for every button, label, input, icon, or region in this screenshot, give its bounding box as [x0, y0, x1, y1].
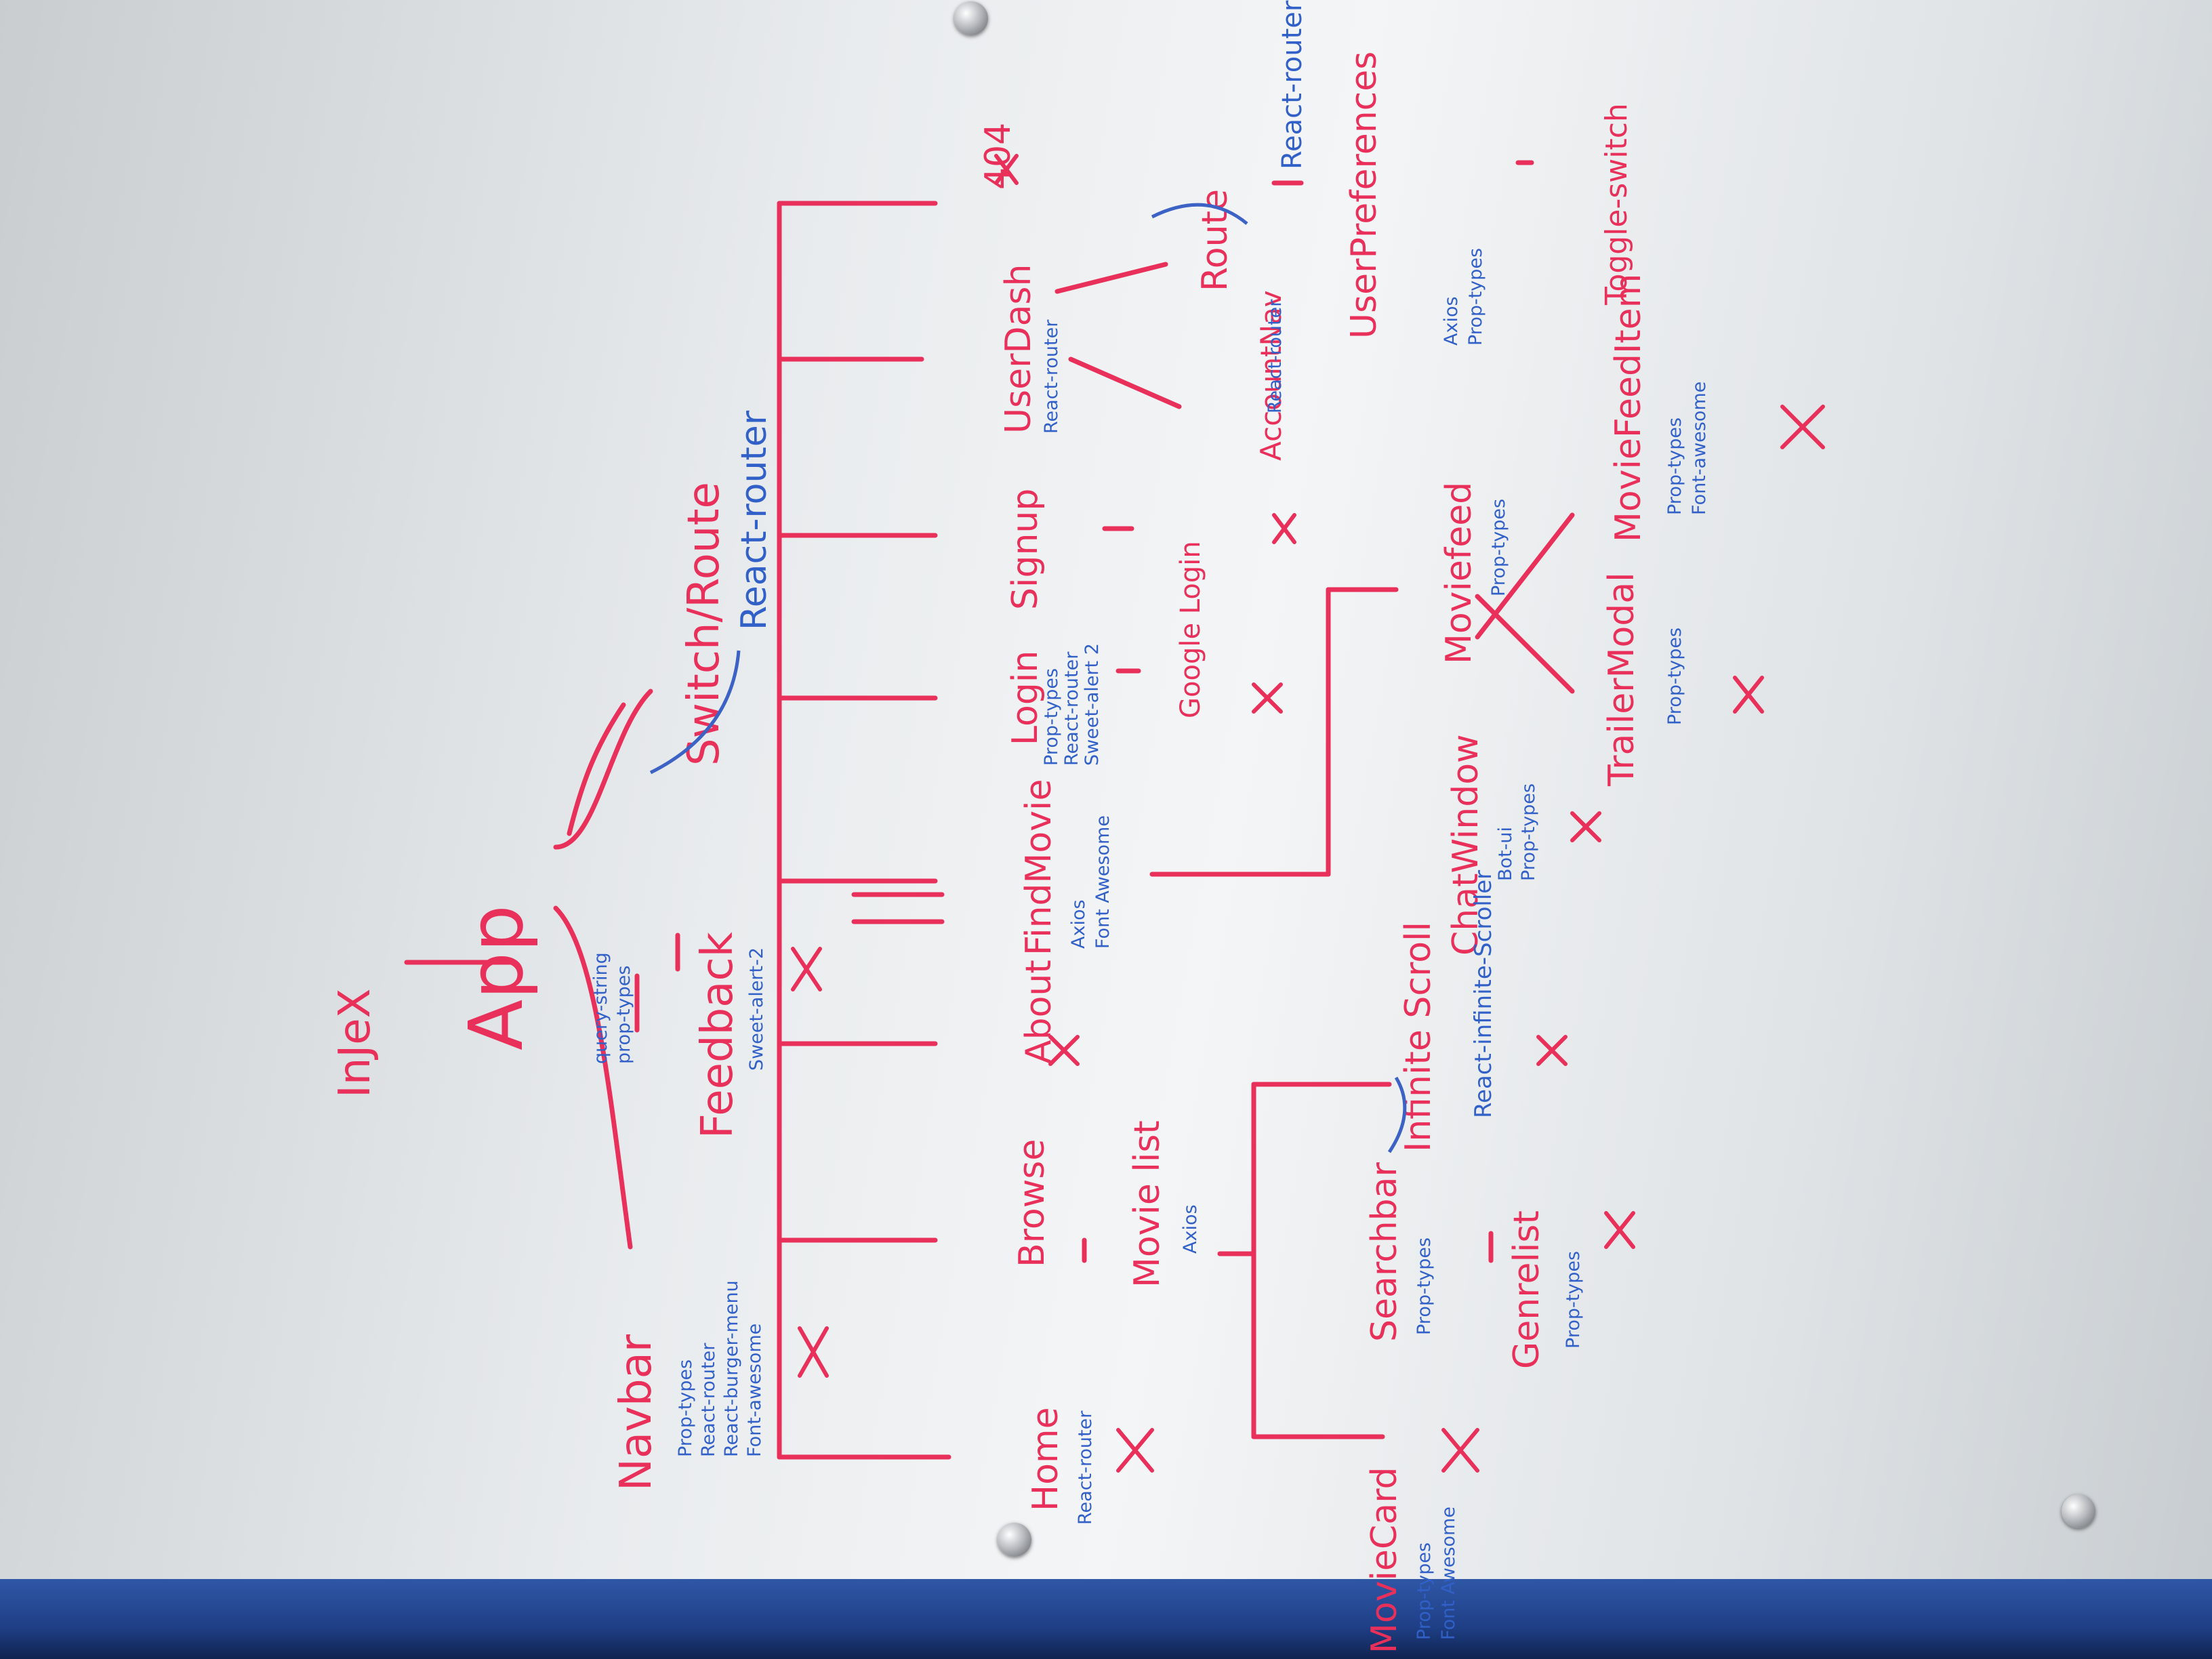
node-moviecard: MovieCard: [1364, 1467, 1405, 1654]
x-mark: [791, 947, 822, 991]
lib-item: Prop-types: [675, 1359, 696, 1457]
node-route-note: React-router: [1277, 0, 1308, 169]
node-accountnav: AccountNav: [1254, 290, 1288, 461]
lib-item: Prop-types: [1414, 1542, 1435, 1640]
lib-item: React-router: [1061, 651, 1082, 766]
lib-item: Prop-types: [1518, 783, 1539, 881]
x-mark: [1048, 1035, 1080, 1066]
done-marks: [791, 154, 1825, 1473]
whiteboard-frame: [0, 1579, 2212, 1659]
lib-item: Sweet-alert-2: [746, 947, 767, 1071]
x-mark: [994, 154, 1019, 185]
node-findmovie: FindMovie: [1019, 779, 1059, 956]
paren-marks: [649, 203, 1407, 1153]
mount-screw-bottom-left: [998, 1523, 1031, 1557]
lib-item: Prop-types: [1414, 1237, 1435, 1335]
lib-item: Axios: [1180, 1204, 1201, 1254]
x-mark: [1272, 513, 1296, 544]
node-labels: InJeX App Navbar Feedback Switch/Route R…: [330, 0, 1649, 1654]
node-userpreferences: UserPreferences: [1344, 52, 1385, 339]
node-login: Login: [1005, 651, 1046, 745]
node-switch-note: React-router: [734, 410, 775, 630]
lib-item: React-router: [698, 1343, 719, 1457]
library-lists: query-string prop-types Prop-types React…: [590, 248, 1710, 1640]
lib-item: Prop-types: [1664, 417, 1685, 515]
node-moviefeed: Moviefeed: [1439, 482, 1479, 664]
tree-connectors: [404, 160, 1575, 1460]
lib-item: Prop-types: [1465, 248, 1486, 346]
lib-item: Sweet-alert 2: [1082, 643, 1103, 766]
node-signup: Signup: [1005, 489, 1046, 610]
lib-item: prop-types: [613, 966, 634, 1064]
lib-item: Prop-types: [1488, 499, 1509, 596]
lib-item: React-router: [1075, 1410, 1096, 1525]
lib-item: Font Awesome: [1092, 815, 1113, 949]
node-searchbar: Searchbar: [1364, 1162, 1405, 1342]
x-mark: [1570, 811, 1601, 842]
x-mark: [1441, 1428, 1479, 1473]
node-about: About: [1019, 960, 1059, 1064]
node-toggleswitch: Toggle-switch: [1599, 103, 1634, 306]
mount-screw-bottom-right: [2062, 1494, 2095, 1528]
node-trailermodal: TrailerModal: [1601, 572, 1642, 787]
lib-item: Font-awesome: [744, 1324, 765, 1457]
lib-item: React-router: [1265, 299, 1286, 413]
lib-item: Font Awesome: [1438, 1507, 1459, 1640]
lib-item: React-infinite-Scroller: [1470, 870, 1497, 1118]
x-mark: [1252, 682, 1283, 714]
x-mark: [1536, 1035, 1568, 1066]
lib-item: Axios: [1068, 899, 1089, 949]
node-browse: Browse: [1012, 1139, 1052, 1267]
lib-item: Axios: [1441, 296, 1462, 346]
x-mark: [1604, 1211, 1635, 1249]
node-navbar: Navbar: [611, 1334, 661, 1491]
x-mark: [1780, 405, 1825, 449]
lib-item: query-string: [590, 952, 611, 1064]
node-home: Home: [1025, 1407, 1066, 1511]
node-feedback: Feedback: [693, 932, 743, 1139]
node-moviefeeditem: MovieFeedItem: [1608, 274, 1649, 542]
node-chatwindow: ChatWindow: [1446, 734, 1486, 956]
lib-item: Bot-ui: [1495, 827, 1516, 881]
node-googlelogin: Google Login: [1175, 541, 1206, 718]
node-genrelist: Genrelist: [1507, 1210, 1547, 1369]
x-mark: [1733, 676, 1764, 714]
lib-item: React-router: [1041, 319, 1062, 434]
lib-item: React-burger-menu: [721, 1280, 742, 1457]
node-switch-route: Switch/Route: [679, 482, 729, 766]
x-mark: [798, 1326, 829, 1378]
node-userdash: UserDash: [998, 264, 1039, 434]
node-index: InJeX: [330, 988, 380, 1098]
lib-item: Font-awesome: [1689, 382, 1710, 515]
lib-item: Prop-types: [1563, 1251, 1584, 1349]
x-mark: [1116, 1428, 1154, 1473]
mount-screw-top: [954, 1, 988, 35]
node-movielist: Movie list: [1127, 1120, 1168, 1288]
node-app: App: [453, 905, 539, 1050]
lib-item: Prop-types: [1041, 668, 1062, 766]
lib-item: Prop-types: [1664, 628, 1685, 725]
